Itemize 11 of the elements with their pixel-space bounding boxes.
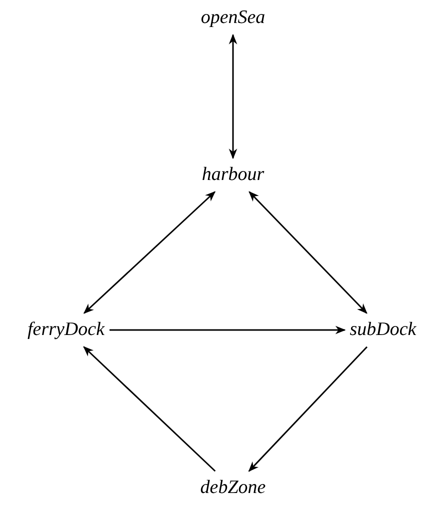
node-label: openSea [200,6,266,30]
arrow [83,346,216,472]
node-label: subDock [350,318,416,342]
arrow [110,326,346,334]
arrow [83,191,216,314]
node-label: debZone [200,476,266,500]
arrow [248,191,368,314]
node-label: harbour [202,163,264,187]
arrow [228,34,238,160]
arrow [248,346,368,472]
node-label: ferryDock [27,318,105,342]
